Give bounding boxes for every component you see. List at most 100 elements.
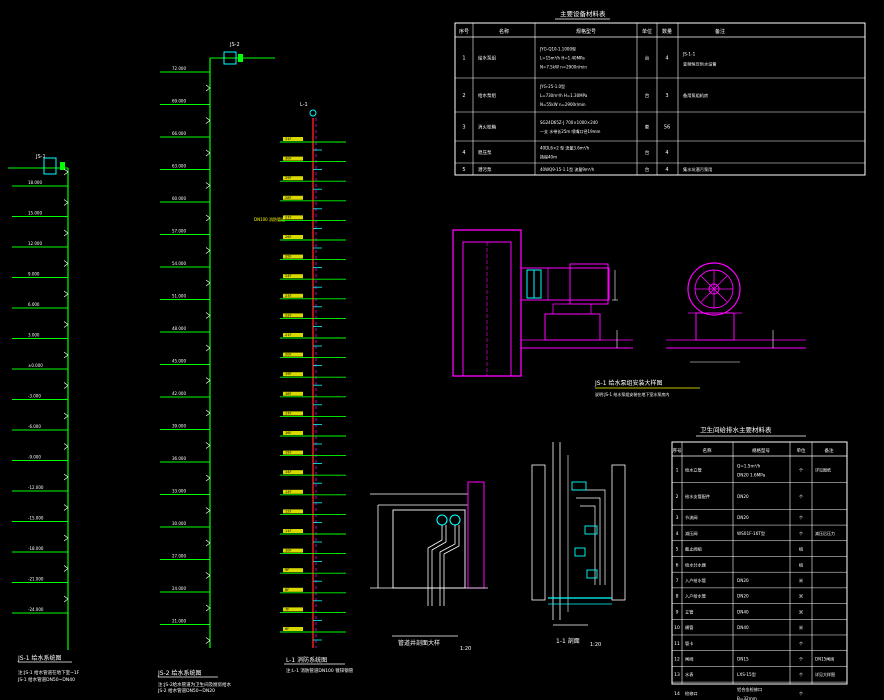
cell-spec: L=730m³/h H=1.30MPa xyxy=(540,93,588,98)
floor-label: 63.000 xyxy=(172,164,186,169)
floor-label: 18.000 xyxy=(28,180,42,185)
cell-spec: 一支 水带长25m 喷嘴口径19mm xyxy=(540,128,601,134)
cell-no: 3 xyxy=(462,125,465,131)
cell-no: 4 xyxy=(676,531,679,537)
cell-spec: B=32mm xyxy=(737,696,757,700)
cell-no: 7 xyxy=(676,578,679,584)
floor-tag xyxy=(283,235,303,239)
floor-label: 51.000 xyxy=(172,294,186,299)
cell-no: 1 xyxy=(462,56,465,62)
cell-no: 13 xyxy=(674,672,680,678)
branch-tap xyxy=(205,312,211,319)
cell-unit: 组 xyxy=(799,561,803,567)
floor-label: -21.000 xyxy=(28,577,44,582)
cell-no: 11 xyxy=(674,641,680,647)
pump-detail: JS-1 给水泵组安装大样图 说明:JS-1 给水泵组安装在地下室水泵房内 xyxy=(452,229,806,397)
cell-spec: DN20 1.6MPa xyxy=(737,472,766,477)
cell-name: 给水支管配件 xyxy=(685,493,710,500)
cell-name: 潜污泵 xyxy=(478,166,492,173)
cell-no: 12 xyxy=(674,657,680,663)
floor-tag xyxy=(283,529,303,533)
branch-tap xyxy=(63,443,69,450)
cell-spec: DN20 xyxy=(737,578,749,583)
floor-label: 28F xyxy=(285,196,291,200)
cell-unit: 个 xyxy=(799,657,804,662)
section-b: 1-1 剖面 1:20 xyxy=(531,442,626,648)
floor-tag xyxy=(283,313,303,318)
cell-note: 详见图纸 xyxy=(815,466,831,472)
floor-label: 36.000 xyxy=(172,456,186,461)
cell-name: 给水立管 xyxy=(685,466,702,473)
floor-tag xyxy=(283,176,303,181)
riser-l1-top-label: L-1 xyxy=(300,102,308,108)
cell-spec: Q=1.5m³/h xyxy=(737,463,761,468)
floor-label: 6.000 xyxy=(28,302,40,307)
cell-unit: 个 xyxy=(799,494,804,499)
floor-tag xyxy=(283,352,303,357)
floor-label: 24F xyxy=(285,274,291,278)
cell-unit: 米 xyxy=(799,624,804,631)
cell-spec: DN40 xyxy=(737,609,749,614)
branch-tap xyxy=(205,214,211,222)
branch-tap xyxy=(63,168,69,176)
riser-l1-side-label: DN100 消防管道 xyxy=(254,216,285,222)
cell-unit: 个 xyxy=(799,515,804,520)
floor-tag xyxy=(283,509,303,514)
floor-tag xyxy=(283,215,303,220)
branch-tap xyxy=(63,290,69,298)
riser-js2-note2: JS-2 给水管道DN50~DN20 xyxy=(157,687,215,694)
floor-label: 12F xyxy=(285,509,291,513)
table-header-cell: 名称 xyxy=(703,447,712,454)
floor-label: 30.000 xyxy=(172,521,186,526)
cell-unit: 台 xyxy=(645,92,650,99)
floor-label: 3.000 xyxy=(28,333,40,338)
floor-label: 25F xyxy=(285,255,291,259)
branch-tap xyxy=(205,84,211,92)
floor-label: 27.000 xyxy=(172,554,186,559)
floor-label: 60.000 xyxy=(172,196,186,201)
cell-spec: 40WQ9-15-1.1型 流量9m³/h xyxy=(540,166,595,172)
branch-tap xyxy=(63,199,69,206)
floor-tag xyxy=(283,254,303,259)
floor-tag xyxy=(283,293,303,298)
cell-note: JS-1-1 xyxy=(682,52,696,57)
cell-unit: 米 xyxy=(799,608,804,615)
branch-tap xyxy=(205,279,211,287)
riser-l1-floors: 31F30F29F28F27F26F25F24F23F22F21F20F19F1… xyxy=(280,137,346,641)
floor-label: -9.000 xyxy=(28,455,41,460)
floor-tag xyxy=(283,627,303,631)
branch-tap xyxy=(63,504,69,511)
cell-name: 减压阀 xyxy=(685,530,698,537)
branch-tap xyxy=(205,117,211,124)
branch-tap xyxy=(63,534,69,542)
cell-name: 截止阀组 xyxy=(685,546,702,553)
table-header-cell: 单位 xyxy=(642,28,652,35)
cell-spec: LXS-15型 xyxy=(737,671,756,677)
floor-tag xyxy=(283,195,303,200)
cell-spec: DN40 xyxy=(737,625,749,630)
cell-spec: 铝合金检修口 xyxy=(737,686,762,693)
table-header-cell: 规格型号 xyxy=(752,447,770,454)
riser-js2-floors: 72.00069.00066.00063.00060.00057.00054.0… xyxy=(160,66,211,644)
cell-note: 变频恒压供水设备 xyxy=(683,61,717,68)
floor-label: 9.000 xyxy=(28,272,40,277)
cell-qty: 4 xyxy=(665,167,668,173)
floor-label: 69.000 xyxy=(172,99,186,104)
floor-tag xyxy=(283,411,303,416)
cell-unit: 个 xyxy=(799,672,804,677)
section-a-title: 管道井剖面大样 xyxy=(398,639,440,647)
floor-label: -18.000 xyxy=(28,546,44,551)
cell-note: 集水坑潜污泵用 xyxy=(683,166,712,173)
table-header-cell: 数量 xyxy=(662,28,672,35)
cell-unit: 米 xyxy=(799,593,804,600)
branch-tap xyxy=(63,382,69,389)
cell-no: 2 xyxy=(676,494,679,500)
floor-label: 26F xyxy=(285,235,291,239)
floor-label: 12.000 xyxy=(28,241,42,246)
floor-tag xyxy=(283,568,303,573)
floor-tag xyxy=(283,391,303,396)
